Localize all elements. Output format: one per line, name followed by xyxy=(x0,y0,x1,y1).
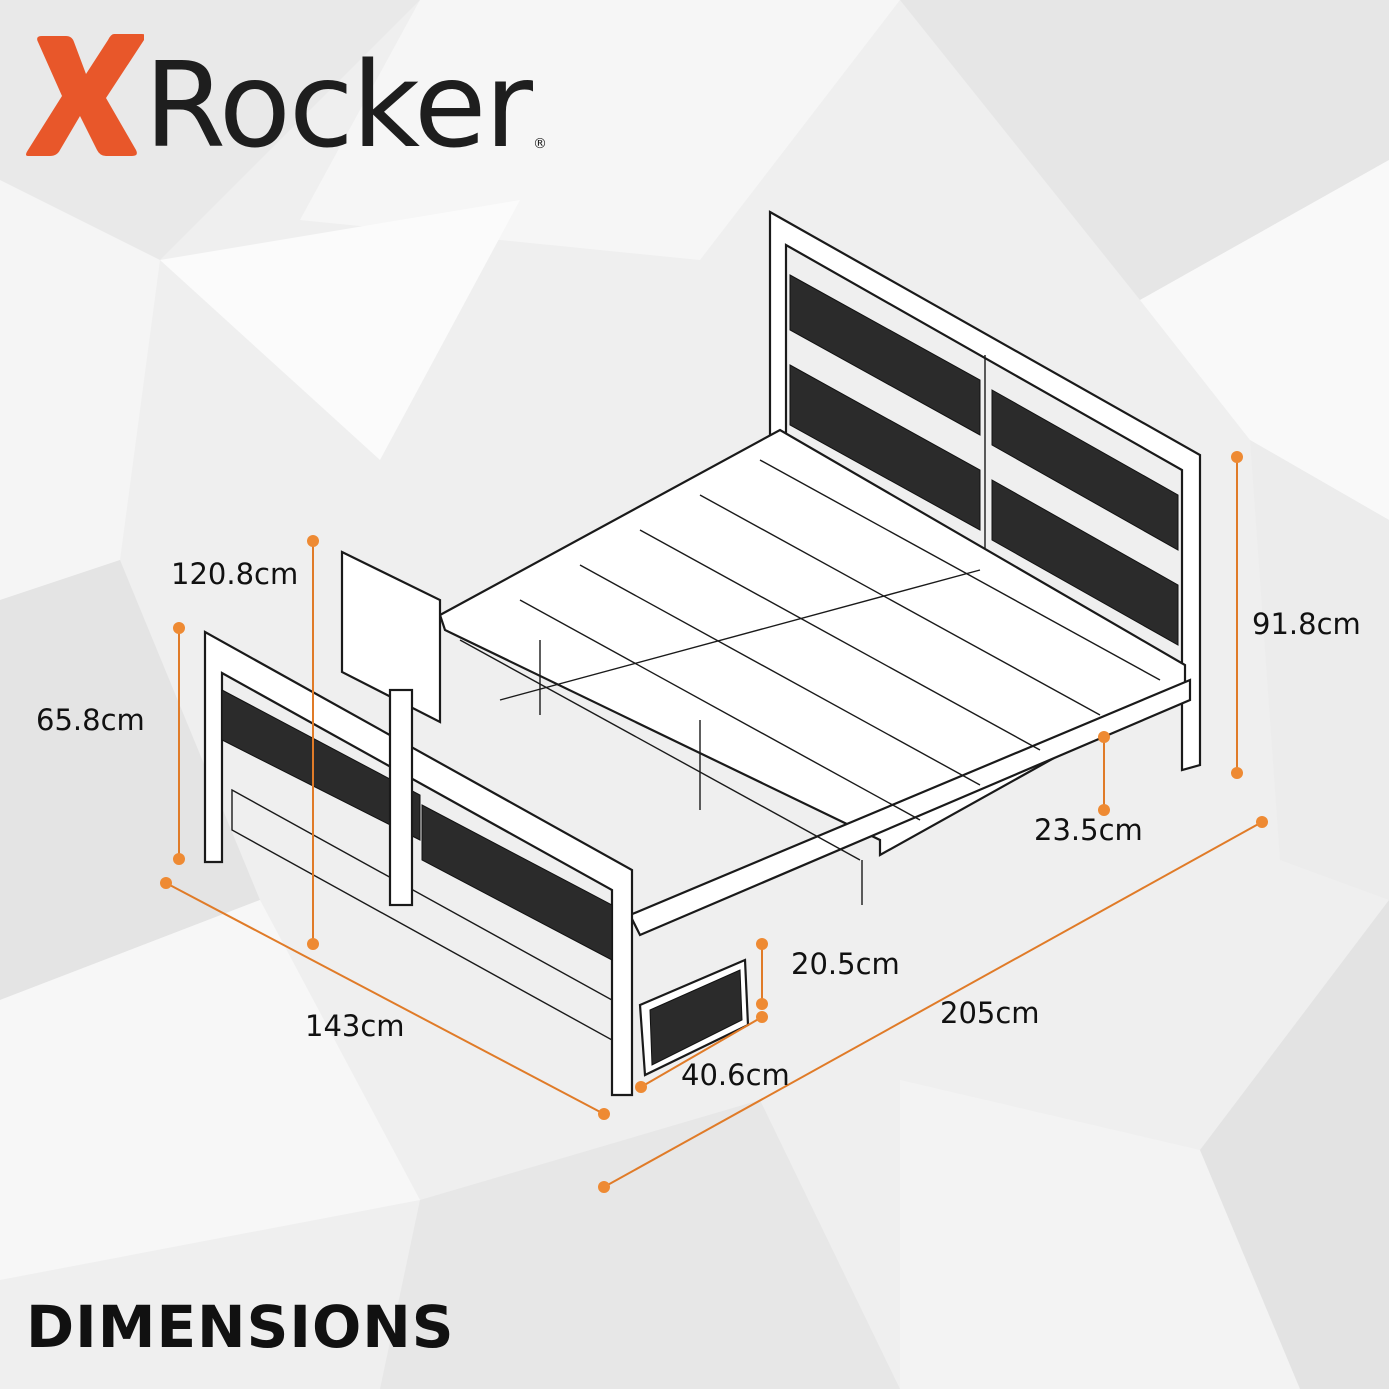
registered-mark: ® xyxy=(533,136,547,152)
dimension-length: 205cm xyxy=(940,996,1040,1030)
logo-wordmark: Rocker xyxy=(144,36,533,174)
dimension-footboard-height: 65.8cm xyxy=(36,703,145,737)
page-title: DIMENSIONS xyxy=(26,1293,455,1361)
bed-base xyxy=(438,428,1192,937)
dimension-headboard-height: 91.8cm xyxy=(1252,607,1361,641)
dimension-drawer-height: 20.5cm xyxy=(791,947,900,981)
dimension-frame-clearance: 23.5cm xyxy=(1034,813,1143,847)
dimension-lines xyxy=(160,451,1268,1193)
headboard xyxy=(768,210,1202,772)
dimension-width: 143cm xyxy=(305,1009,405,1043)
footboard xyxy=(203,550,634,1097)
under-bed-drawer xyxy=(638,958,750,1077)
dimension-drawer-depth: 40.6cm xyxy=(681,1058,790,1092)
x-logo-mark-icon xyxy=(26,34,144,156)
dimension-monitor-mount-height: 120.8cm xyxy=(171,557,299,591)
brand-logo: Rocker ® xyxy=(26,26,547,164)
